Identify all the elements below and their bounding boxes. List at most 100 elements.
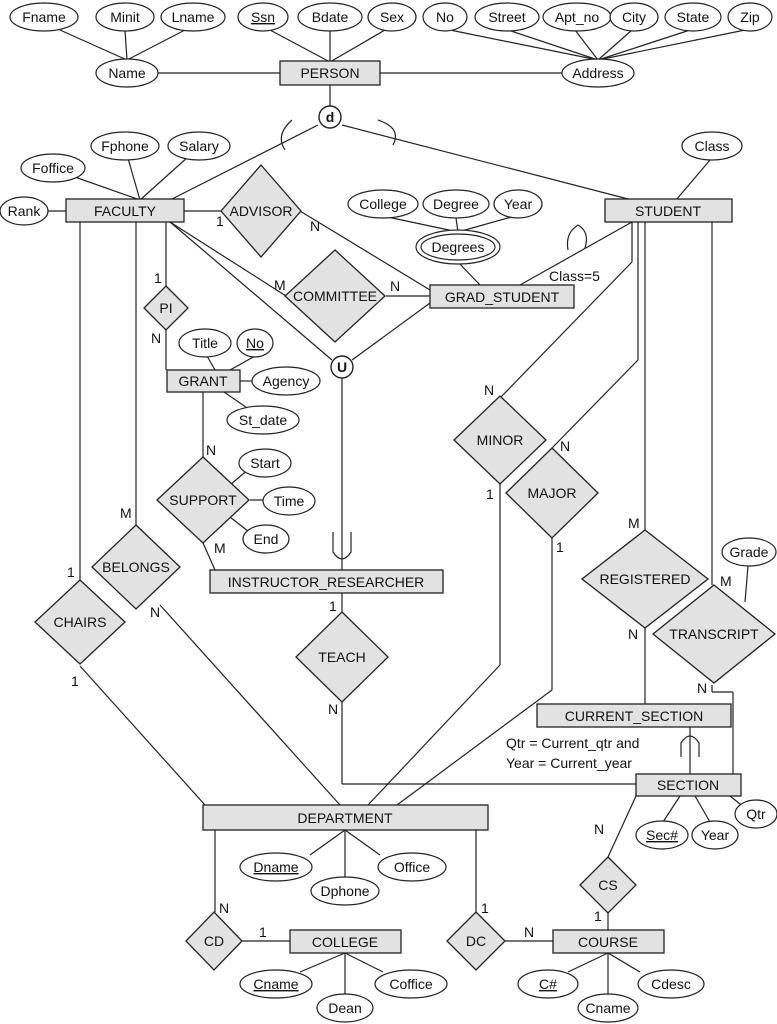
- attr-address: Address: [561, 58, 635, 88]
- svg-text:Dean: Dean: [328, 1000, 361, 1016]
- rel-support: SUPPORT: [156, 456, 250, 544]
- attr-foffice: Foffice: [20, 153, 86, 183]
- department-college-course-attributes: Dname Dphone Office Cname Dean Coffice C…: [239, 852, 705, 1023]
- svg-text:Class: Class: [694, 138, 729, 154]
- disjoint-circle: d: [318, 105, 342, 129]
- person-attributes: Fname Minit Lname Ssn Bdate Sex No Stree…: [9, 2, 773, 88]
- rel-minor: MINOR: [453, 395, 547, 485]
- svg-text:Time: Time: [274, 493, 305, 509]
- attr-st-date: St_date: [226, 405, 300, 435]
- svg-text:Bdate: Bdate: [312, 9, 349, 25]
- svg-text:CURRENT_SECTION: CURRENT_SECTION: [565, 708, 703, 724]
- attr-course-name: Cname: [577, 993, 639, 1023]
- attr-year: Year: [493, 189, 543, 219]
- svg-text:DC: DC: [466, 933, 486, 949]
- svg-text:Office: Office: [394, 859, 431, 875]
- card-dc-course: N: [524, 924, 534, 940]
- rel-cd: CD: [185, 911, 243, 971]
- svg-text:Minit: Minit: [110, 9, 140, 25]
- svg-text:BELONGS: BELONGS: [102, 559, 170, 575]
- attr-name: Name: [95, 58, 159, 88]
- rel-transcript: TRANSCRIPT: [651, 584, 777, 684]
- attr-end: End: [242, 524, 290, 554]
- svg-text:Degree: Degree: [433, 196, 479, 212]
- card-advisor-grad: N: [310, 218, 320, 234]
- entity-grant: GRANT: [166, 369, 241, 393]
- attr-section-year: Year: [691, 820, 739, 850]
- svg-text:Year: Year: [504, 196, 533, 212]
- attr-grade: Grade: [721, 537, 777, 567]
- card-major-stu: N: [560, 438, 570, 454]
- connector-lines: [46, 29, 749, 994]
- svg-text:St_date: St_date: [239, 412, 287, 428]
- attr-salary: Salary: [167, 131, 231, 161]
- svg-text:MINOR: MINOR: [477, 432, 524, 448]
- year-condition-line: Year = Current_year: [506, 755, 632, 771]
- svg-text:MAJOR: MAJOR: [528, 485, 577, 501]
- svg-text:Zip: Zip: [740, 9, 760, 25]
- svg-text:COMMITTEE: COMMITTEE: [293, 288, 377, 304]
- cardinality-labels: 1 N M N 1 N N M M N 1 1 1 N N 1 N 1 M N …: [67, 213, 732, 940]
- attr-lname: Lname: [160, 2, 226, 32]
- attr-street: Street: [474, 2, 540, 32]
- svg-text:Ssn: Ssn: [251, 9, 275, 25]
- attr-title: Title: [178, 328, 232, 358]
- card-belongs-fac: M: [120, 505, 132, 521]
- card-committee-grad: N: [390, 278, 400, 294]
- card-reg-stu: M: [628, 515, 640, 531]
- card-major-dept: 1: [556, 539, 564, 555]
- svg-text:GRAD_STUDENT: GRAD_STUDENT: [445, 289, 560, 305]
- attr-cname: Cname: [239, 969, 313, 999]
- card-minor-dept: 1: [486, 486, 494, 502]
- entity-grad-student: GRAD_STUDENT: [429, 284, 575, 309]
- svg-text:Salary: Salary: [179, 138, 219, 154]
- attr-city: City: [609, 2, 659, 32]
- entity-current-section: CURRENT_SECTION: [536, 703, 732, 728]
- card-support-grant: N: [206, 442, 216, 458]
- svg-text:Rank: Rank: [8, 203, 42, 219]
- rel-major: MAJOR: [505, 447, 599, 539]
- annotations: Class=5 Qtr = Current_qtr and Year = Cur…: [506, 268, 639, 771]
- attr-fname: Fname: [9, 2, 79, 32]
- svg-text:Address: Address: [572, 65, 623, 81]
- svg-text:Dphone: Dphone: [320, 883, 369, 899]
- svg-text:COURSE: COURSE: [578, 934, 638, 950]
- attr-office: Office: [377, 852, 447, 882]
- svg-text:ADVISOR: ADVISOR: [229, 203, 292, 219]
- svg-text:Sex: Sex: [380, 9, 404, 25]
- entity-boxes: PERSON FACULTY STUDENT GRAD_STUDENT GRAN…: [65, 60, 742, 954]
- rel-registered: REGISTERED: [580, 529, 710, 629]
- entity-department: DEPARTMENT: [202, 804, 489, 831]
- svg-text:Lname: Lname: [172, 9, 215, 25]
- rel-committee: COMMITTEE: [284, 249, 386, 343]
- attr-coffice: Coffice: [374, 969, 448, 999]
- relationship-diamonds: ADVISOR COMMITTEE PI SUPPORT BELONGS CHA…: [34, 164, 777, 971]
- attr-zip: Zip: [727, 2, 773, 32]
- svg-text:Degrees: Degrees: [432, 239, 485, 255]
- svg-text:Title: Title: [192, 335, 218, 351]
- entity-course: COURSE: [552, 929, 665, 954]
- svg-text:Start: Start: [250, 455, 280, 471]
- svg-text:State: State: [677, 9, 710, 25]
- union-circle: U: [330, 355, 354, 379]
- svg-text:Agency: Agency: [263, 373, 310, 389]
- attr-apt-no: Apt_no: [542, 2, 612, 32]
- card-dc-dept: 1: [481, 900, 489, 916]
- svg-text:PI: PI: [159, 300, 172, 316]
- qtr-condition-line: Qtr = Current_qtr and: [506, 735, 639, 751]
- card-support-ir: M: [214, 540, 226, 556]
- svg-text:Cname: Cname: [253, 976, 298, 992]
- card-pi-grant: N: [151, 330, 161, 346]
- card-trans-sec: N: [697, 680, 707, 696]
- attr-state: State: [664, 2, 722, 32]
- rel-belongs: BELONGS: [91, 524, 181, 610]
- rel-advisor: ADVISOR: [220, 164, 302, 258]
- svg-text:No: No: [436, 9, 454, 25]
- card-reg-sec: N: [628, 626, 638, 642]
- card-advisor-fac: 1: [216, 213, 224, 229]
- svg-text:Street: Street: [488, 9, 525, 25]
- specialization-circles: d U: [318, 105, 354, 379]
- class5-label: Class=5: [549, 268, 600, 284]
- svg-text:Apt_no: Apt_no: [555, 9, 600, 25]
